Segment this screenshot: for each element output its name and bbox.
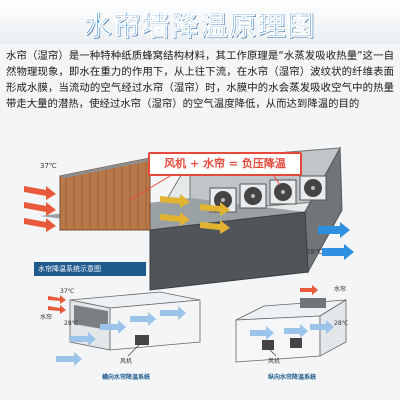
right-fan-label: 风机 xyxy=(268,358,281,365)
main-temp-hot: 37℃ xyxy=(40,162,57,170)
right-greenhouse xyxy=(235,298,347,363)
cool-air-arrows xyxy=(160,194,230,234)
left-fan-label: 风机 xyxy=(120,358,133,365)
hot-air-arrows xyxy=(24,186,56,232)
right-curtain-label: 水帘 xyxy=(334,286,347,293)
exhaust-fan xyxy=(269,179,297,205)
right-temp-cool: 28℃ xyxy=(334,320,349,327)
left-fan xyxy=(135,335,149,345)
right-hot-arrows xyxy=(300,285,318,295)
title-band xyxy=(0,0,400,44)
curtain-top-pipe xyxy=(60,158,154,178)
main-temp-cool: 28℃ xyxy=(306,248,323,256)
left-caption: 横向水帘降温系统 xyxy=(102,374,151,381)
exhaust-fan xyxy=(299,175,327,201)
left-temp-cool: 28℃ xyxy=(64,320,79,327)
exhaust-fan xyxy=(239,183,267,209)
right-fan xyxy=(262,340,274,350)
left-curtain xyxy=(74,305,108,330)
formula-box: 风机 + 水帘 = 负压降温 xyxy=(148,152,302,176)
left-hot-arrows xyxy=(48,295,66,314)
left-cool-arrows xyxy=(56,306,186,366)
exhaust-air-arrows xyxy=(318,222,354,260)
right-cool-arrows xyxy=(250,320,334,340)
description-text: 水帘（湿帘）是一种特种纸质蜂窝结构材料，其工作原理是“水蒸发吸收热量”这一自然物… xyxy=(6,50,394,110)
legend-box: 水帘降温系统示意图 xyxy=(34,262,146,276)
right-fan xyxy=(290,338,302,348)
left-temp-hot: 37℃ xyxy=(60,288,75,295)
page-title: 水帘墙降温原理图 xyxy=(84,11,316,43)
right-curtain xyxy=(300,298,326,308)
right-caption: 纵向水帘降温系统 xyxy=(268,374,317,381)
left-curtain-label: 水帘 xyxy=(40,314,53,321)
front-wall xyxy=(149,211,309,291)
curtain-texture xyxy=(65,159,147,230)
